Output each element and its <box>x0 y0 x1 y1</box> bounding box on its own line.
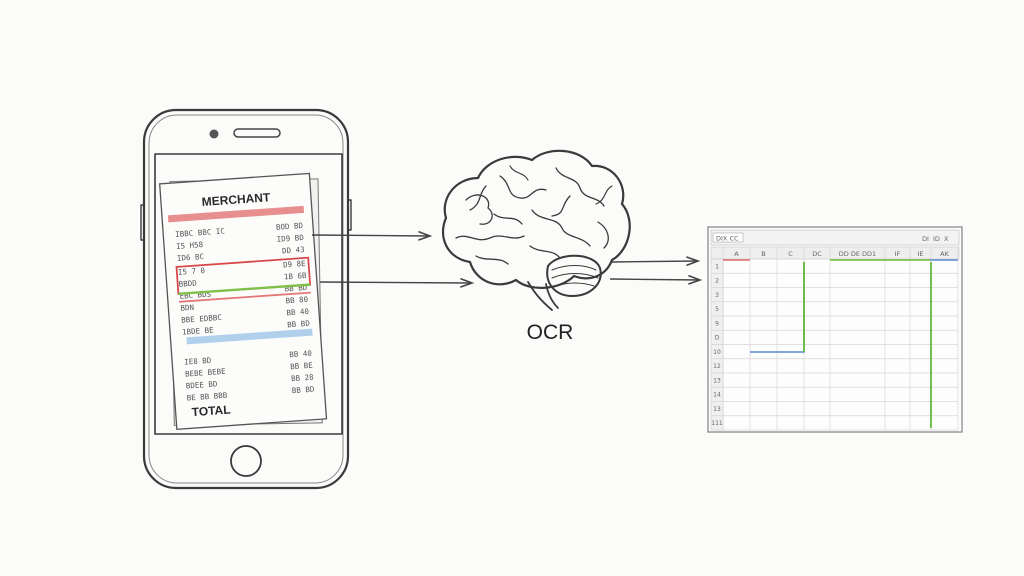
row-header[interactable]: 2 <box>715 278 719 285</box>
receipt-item-label: EBC BDS <box>179 290 212 301</box>
column-header[interactable]: IE <box>917 250 923 258</box>
home-button-icon[interactable] <box>230 445 262 477</box>
arrow-receipt-to-ocr-2 <box>319 282 472 283</box>
receipt-item-label: BDEE BD <box>186 379 219 390</box>
receipt-item-label: BDN <box>180 303 194 313</box>
receipt-blue-highlight <box>186 328 313 345</box>
receipt-item-label: BBE EDBBC <box>181 313 222 325</box>
spreadsheet-toolbar <box>710 229 960 246</box>
window-control-button[interactable]: X <box>944 235 949 243</box>
window-control-button[interactable]: DI <box>922 235 929 243</box>
window-controls: DI ID X <box>922 235 949 243</box>
smartphone <box>140 108 352 490</box>
column-headers: A B C DC DD DE DD1 IF IE AK <box>734 250 949 258</box>
receipt-item-label: I5 H58 <box>176 240 204 251</box>
receipt-item-value: BB 28 <box>291 373 315 384</box>
receipt-item-value: BB 40 <box>289 349 313 360</box>
row-header[interactable]: 13 <box>713 406 721 413</box>
arrow-ocr-to-sheet-2 <box>609 279 700 280</box>
ocr-underline-red <box>178 291 311 303</box>
receipt-item-label: BBDD <box>178 279 197 289</box>
receipt-line-items: IBBC BBC IC BOD BD I5 H58 ID9 BD ID6 BC DD 43… <box>175 221 315 403</box>
receipt-item-label: 1BDE BE <box>182 325 215 336</box>
receipt-item-value: DD 43 <box>282 245 305 256</box>
receipt-item-label: IBBC BBC IC <box>175 226 225 238</box>
camera-icon <box>209 129 219 139</box>
name-box[interactable] <box>712 232 744 243</box>
receipt-total: TOTAL <box>191 403 231 420</box>
receipt-item-label: BE BB BBB <box>186 391 228 403</box>
column-header[interactable]: A <box>734 250 739 258</box>
row-header[interactable]: 14 <box>713 392 721 399</box>
column-header[interactable]: C <box>788 250 793 258</box>
merchant-highlight <box>167 205 305 223</box>
receipt-item-value: BB BD <box>292 385 316 396</box>
arrow-ocr-to-sheet-1 <box>611 261 698 262</box>
column-header[interactable]: DC <box>812 250 822 258</box>
receipt-item-label: I5 7 0 <box>178 266 206 277</box>
column-header[interactable]: IF <box>895 250 901 258</box>
receipt-item-value: BOD BD <box>276 221 304 232</box>
receipt-item-value: BB 80 <box>285 295 309 306</box>
receipt-item-value: ID9 BD <box>276 233 304 244</box>
window-control-button[interactable]: ID <box>933 235 940 243</box>
receipt-item-label: ID6 BC <box>177 252 205 263</box>
receipt-item-label: BEBE BEBE <box>185 367 227 379</box>
row-header[interactable]: D <box>715 335 720 342</box>
row-header[interactable]: 5 <box>715 306 719 313</box>
arrow-receipt-to-ocr-1 <box>311 235 430 236</box>
brain-icon <box>441 149 631 311</box>
spreadsheet-grid <box>711 247 959 431</box>
column-header[interactable]: AK <box>940 250 949 258</box>
arrows <box>311 235 700 283</box>
receipt-item-value: BB 40 <box>286 307 310 318</box>
receipt-item-value: BB BD <box>284 283 308 294</box>
row-header[interactable]: 12 <box>713 363 721 370</box>
speaker-grille <box>233 128 281 138</box>
column-header[interactable]: B <box>761 250 765 258</box>
row-header[interactable]: 10 <box>713 349 721 356</box>
receipt-item-value: D9 8E <box>283 259 307 270</box>
column-header[interactable]: DD DE DD1 <box>839 250 876 258</box>
row-header[interactable]: 3 <box>715 292 719 299</box>
receipt-merchant: MERCHANT <box>201 190 271 209</box>
row-header[interactable]: 111 <box>711 420 723 427</box>
receipt: MERCHANT IBBC BBC IC BOD BD I5 H58 ID9 BD ID… <box>158 172 328 430</box>
phone-screen <box>154 153 343 435</box>
row-header[interactable]: 9 <box>715 320 719 327</box>
ocr-selection-green <box>178 283 311 296</box>
receipt-item-value: 1B 6B <box>284 271 308 282</box>
row-header[interactable]: 1 <box>715 263 719 270</box>
name-box-text: DIX CC <box>716 235 739 243</box>
receipt-item-value: BB BE <box>290 361 314 372</box>
ocr-label: OCR <box>527 321 574 344</box>
row-header[interactable]: 13 <box>713 377 721 384</box>
receipt-item-label: IE8 BD <box>184 356 212 367</box>
receipt-item-value: BB BD <box>287 319 311 330</box>
